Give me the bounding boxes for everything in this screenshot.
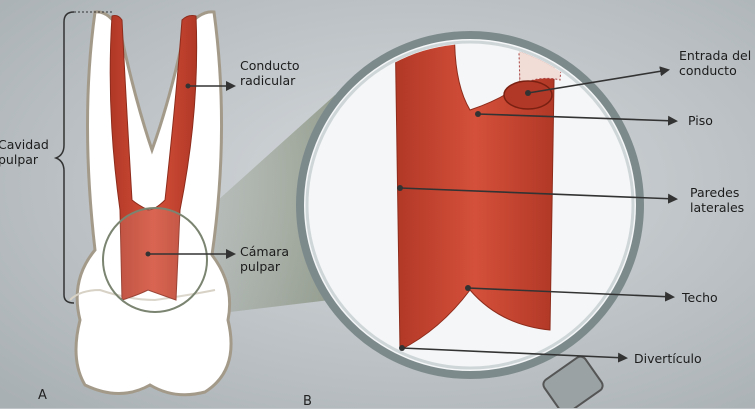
label-diverticulo: Divertículo (634, 351, 702, 366)
panel-letter-a: A (38, 388, 47, 403)
label-entrada-conducto: Entrada del conducto (679, 48, 751, 78)
label-camara-pulpar: Cámara pulpar (240, 244, 289, 274)
magnified-region-circle (103, 208, 207, 312)
panel-letter-b: B (303, 394, 312, 409)
label-piso: Piso (688, 113, 713, 128)
label-paredes-laterales: Paredes laterales (690, 185, 744, 215)
label-conducto-radicular: Conducto radicular (240, 58, 300, 88)
label-techo: Techo (682, 290, 718, 305)
label-cavidad-pulpar: Cavidad pulpar (0, 137, 49, 167)
arrow-dot (186, 84, 191, 89)
arrow-dot (146, 252, 151, 257)
